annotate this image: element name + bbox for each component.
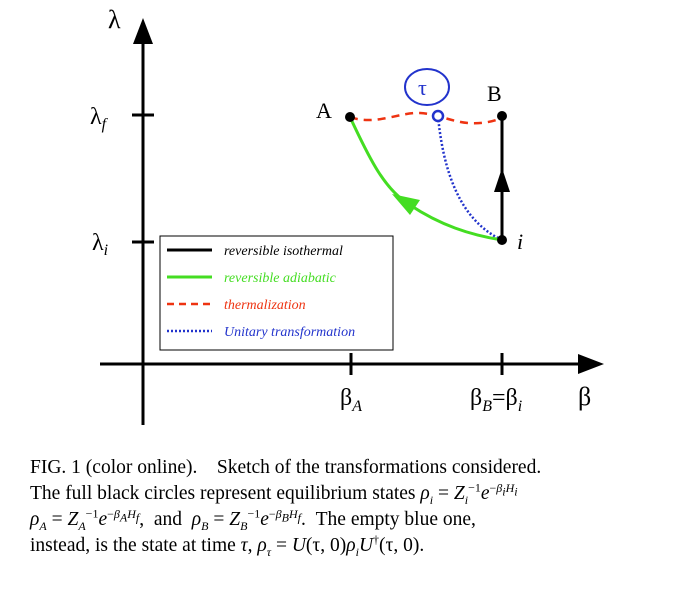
- x-tick-B-label: βB=βi: [470, 385, 522, 415]
- legend-label-1: reversible adiabatic: [224, 271, 337, 286]
- legend-box: [159, 235, 394, 351]
- caption-line-1: FIG. 1 (color online). Sketch of the tra…: [30, 457, 542, 478]
- isothermal-arrow: [494, 168, 510, 192]
- points: A B i τ: [316, 68, 523, 254]
- y-tick-i-label: λi: [92, 230, 108, 259]
- figure-caption: FIG. 1 (color online). Sketch of the tra…: [30, 455, 670, 559]
- y-tick-f-label: λf: [90, 104, 109, 133]
- caption-line-3: ρA = ZA−1e−βAHf, and ρB = ZB−1e−βBHf. Th…: [30, 506, 476, 533]
- y-axis-arrow: [133, 18, 153, 44]
- figure-sketch: λ β λf λi βA βB=βi A B i: [90, 5, 604, 425]
- caption-line-4: instead, is the state at time τ, ρτ = U(…: [30, 532, 425, 559]
- point-B-label: B: [487, 81, 502, 106]
- legend: reversible isothermal reversible adiabati…: [159, 235, 394, 351]
- point-A-label: A: [316, 98, 332, 123]
- unitary-curve: [436, 115, 503, 242]
- point-A: [345, 112, 355, 122]
- adiabatic-curve: [348, 116, 503, 242]
- axes: λ β λf λi βA βB=βi: [90, 5, 604, 425]
- curves: [348, 111, 510, 242]
- point-tau: [431, 109, 445, 123]
- point-i: [497, 235, 507, 245]
- x-axis-label: β: [578, 382, 591, 411]
- legend-label-3: Unitary transformation: [224, 325, 355, 340]
- y-axis-label: λ: [108, 5, 121, 34]
- tau-label: τ: [418, 75, 427, 100]
- point-i-label: i: [517, 229, 523, 254]
- caption-line-2: The full black circles represent equilib…: [30, 480, 518, 507]
- adiabatic-arrow: [392, 194, 420, 215]
- x-axis-arrow: [578, 354, 604, 374]
- tau-circle: [404, 68, 450, 106]
- x-tick-A-label: βA: [340, 385, 362, 415]
- legend-label-2: thermalization: [224, 298, 306, 313]
- legend-items: reversible isothermal reversible adiabati…: [167, 244, 355, 340]
- point-B: [497, 111, 507, 121]
- legend-label-0: reversible isothermal: [224, 244, 343, 259]
- thermalization-curve: [349, 111, 503, 125]
